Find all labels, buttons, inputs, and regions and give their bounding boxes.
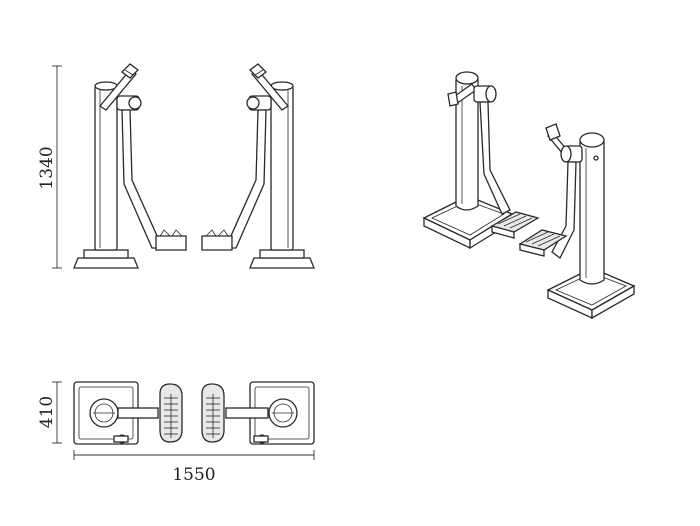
height-dimension-line: [52, 65, 62, 269]
right-pedal-plan: [201, 383, 225, 443]
right-base-plan: [225, 381, 315, 445]
isometric-view: [422, 71, 636, 320]
depth-dimension-line: [52, 381, 62, 444]
depth-dimension-label: 410: [37, 396, 57, 428]
left-pedal-plan: [159, 383, 183, 443]
height-dimension-label: 1340: [37, 146, 57, 189]
plan-view: 410 1550: [37, 381, 315, 485]
right-walker-front: [201, 63, 315, 269]
left-walker-front: [73, 63, 187, 269]
left-base-plan: [73, 381, 159, 445]
width-dimension-label: 1550: [172, 465, 215, 485]
iso-front-walker: [518, 123, 636, 320]
iso-back-walker: [422, 71, 540, 250]
width-dimension-line: [73, 450, 315, 460]
front-elevation-view: 1340: [37, 63, 315, 269]
